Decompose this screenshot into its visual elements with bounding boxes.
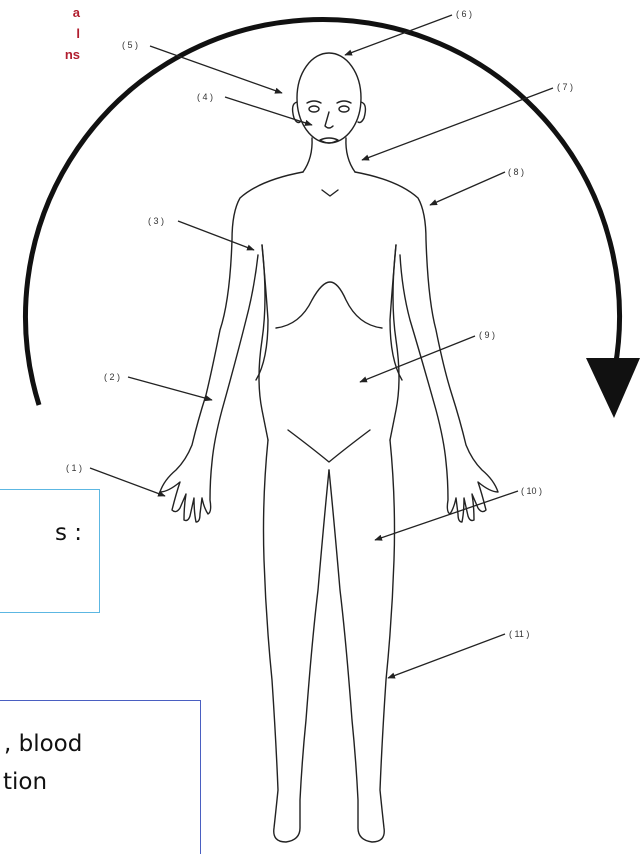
text-box-2: , blood tion (0, 700, 201, 854)
label-3: ( 3 ) (148, 216, 164, 226)
text-box-2-line-2: tion (3, 769, 47, 795)
label-4: ( 4 ) (197, 92, 213, 102)
head (297, 53, 361, 143)
text-box-2-line-1: , blood (4, 731, 82, 757)
arrow-7 (362, 88, 553, 160)
label-2: ( 2 ) (104, 372, 120, 382)
arrow-11 (388, 634, 505, 678)
arrow-10 (375, 491, 518, 540)
arrow-3 (178, 221, 254, 250)
rotation-arc (26, 19, 620, 405)
label-10: ( 10 ) (521, 486, 542, 496)
text-box-1-content: s : (55, 520, 82, 546)
label-8: ( 8 ) (508, 167, 524, 177)
arrow-8 (430, 172, 505, 205)
label-6: ( 6 ) (456, 9, 472, 19)
label-11: ( 11 ) (509, 629, 529, 639)
label-5: ( 5 ) (122, 40, 138, 50)
arrow-1 (90, 468, 165, 496)
pointer-arrows (90, 15, 553, 678)
text-box-1: s : (0, 489, 100, 613)
label-1: ( 1 ) (66, 463, 82, 473)
arrow-5 (150, 46, 282, 93)
label-9: ( 9 ) (479, 330, 495, 340)
body-outline (160, 53, 498, 842)
arrow-2 (128, 377, 212, 400)
label-7: ( 7 ) (557, 82, 573, 92)
rotation-arrowhead (586, 358, 640, 418)
